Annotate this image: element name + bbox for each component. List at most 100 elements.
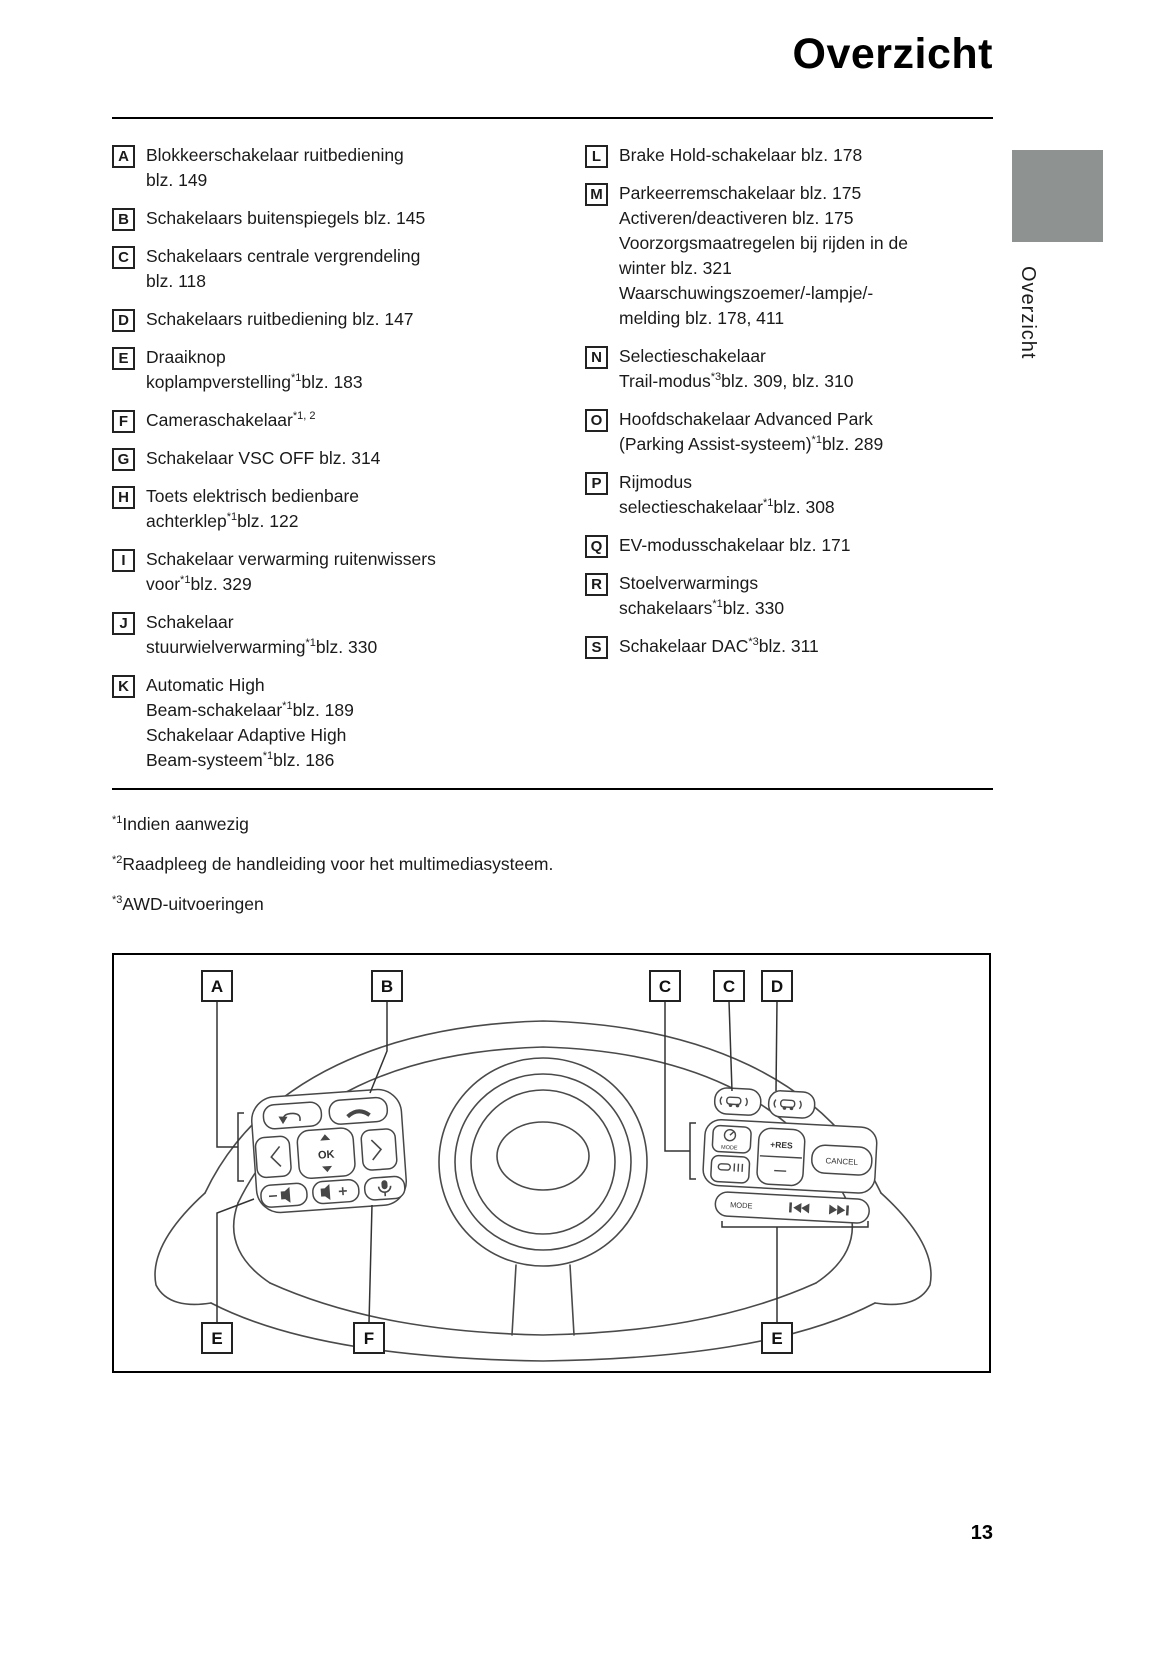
- callout-letter-c2: C: [723, 977, 735, 996]
- item-text: Schakelaars buitenspiegels blz. 145: [146, 208, 426, 228]
- callout-letter-b: B: [381, 977, 393, 996]
- lane-assist-icon: [726, 1096, 742, 1106]
- media-mode-label: MODE: [730, 1200, 753, 1210]
- ok-button: [296, 1127, 356, 1180]
- superscript: *3: [710, 371, 722, 384]
- steering-wheel-drawing: OK: [154, 970, 932, 1362]
- superscript: *3: [748, 636, 759, 649]
- item-letter-box: K: [112, 675, 135, 698]
- item-letter-box: Q: [585, 535, 608, 558]
- set-minus-icon: [774, 1169, 787, 1172]
- header-rule: [112, 117, 993, 119]
- minus-icon: [268, 1194, 278, 1198]
- right-button-pod: MODE +RES CANCEL MODE: [702, 1087, 878, 1224]
- item-letter-box: S: [585, 636, 608, 659]
- superscript: *1: [282, 700, 293, 713]
- return-button: [262, 1101, 323, 1130]
- callout-letter-a: A: [211, 977, 223, 996]
- item-letter-box: G: [112, 448, 135, 471]
- callout-box-d: [761, 970, 793, 1002]
- superscript: *1: [180, 574, 191, 587]
- right-arrow-icon: [370, 1139, 383, 1161]
- item-letter-box: C: [112, 246, 135, 269]
- item-text: Hoofdschakelaar Advanced Park(Parking As…: [619, 409, 884, 454]
- superscript: *1, 2: [292, 410, 316, 423]
- res-label: +RES: [770, 1139, 793, 1150]
- item-letter-box: I: [112, 549, 135, 572]
- volume-up-icon: [320, 1184, 331, 1201]
- lane-departure-icon: [779, 1099, 796, 1109]
- return-arrowhead-icon: [278, 1116, 288, 1125]
- item-letter-box: N: [585, 346, 608, 369]
- lane-departure-button: [767, 1090, 816, 1119]
- prev-track-icon: [789, 1202, 793, 1213]
- item-text: Schakelaar DAC*3blz. 311: [619, 636, 819, 656]
- item-letter-box: H: [112, 486, 135, 509]
- callout-lines: [216, 1000, 869, 1324]
- superscript: *1: [226, 511, 238, 524]
- drive-mode-button: [711, 1124, 752, 1154]
- callout-box-c1: [649, 970, 681, 1002]
- next-track-icon: [828, 1204, 838, 1215]
- item-letter-box: J: [112, 612, 135, 635]
- superscript: *1: [712, 598, 723, 611]
- plus-icon: [338, 1187, 347, 1196]
- side-chapter-label: Overzicht: [1017, 266, 1039, 360]
- item-text: Brake Hold-schakelaar blz. 178: [619, 145, 863, 165]
- steering-wheel-figure: OK: [112, 953, 991, 1373]
- superscript: *2: [112, 854, 123, 867]
- callout-letter-e1: E: [211, 1329, 222, 1348]
- item-letter-box: R: [585, 573, 608, 596]
- superscript: *1: [305, 637, 316, 650]
- superscript: *1: [811, 434, 822, 447]
- callout-boxes: A B C C D E F E: [201, 970, 793, 1354]
- superscript: *1: [290, 372, 302, 385]
- cancel-button: [811, 1144, 873, 1176]
- callout-box-b: [371, 970, 403, 1002]
- up-arrow-icon: [320, 1134, 331, 1141]
- callout-box-e1: [201, 1322, 233, 1354]
- item-text: Cameraschakelaar*1, 2: [146, 410, 316, 430]
- callout-box-c2: [713, 970, 745, 1002]
- callout-letter-d: D: [771, 977, 783, 996]
- superscript: *1: [762, 497, 774, 510]
- media-bar: [714, 1191, 870, 1224]
- item-text: Schakelaars ruitbediening blz. 147: [146, 309, 414, 329]
- left-arrow-button: [254, 1135, 292, 1179]
- footnote-rule: [112, 788, 993, 790]
- ok-button-label: OK: [318, 1149, 335, 1162]
- page-number: 13: [970, 1522, 993, 1544]
- legend-item-s: S Schakelaar DAC*3blz. 311: [585, 634, 993, 659]
- drive-mode-button-label: MODE: [721, 1145, 738, 1152]
- item-letter-box: A: [112, 145, 135, 168]
- page-title: Overzicht: [792, 30, 993, 78]
- footnotes: *1Indien aanwezig*2Raadpleeg de handleid…: [112, 812, 553, 932]
- volume-up-button: [312, 1178, 360, 1205]
- callout-letter-e2: E: [771, 1329, 782, 1348]
- footnote: *1Indien aanwezig: [112, 814, 249, 834]
- item-letter-box: F: [112, 410, 135, 433]
- drive-mode-icon: [723, 1128, 737, 1142]
- phone-icon: [346, 1109, 371, 1119]
- callout-box-a: [201, 970, 233, 1002]
- callout-letter-c1: C: [659, 977, 671, 996]
